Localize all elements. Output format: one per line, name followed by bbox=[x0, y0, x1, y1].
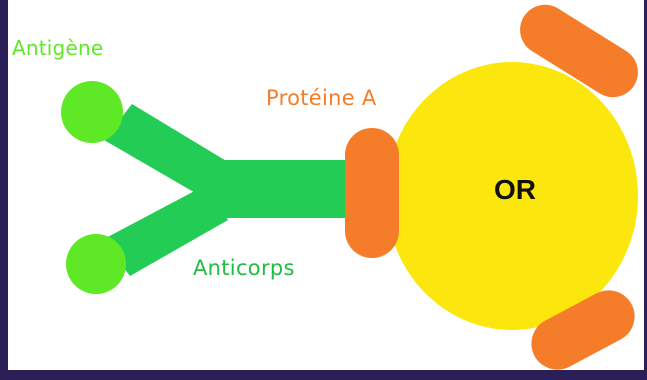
gold-label: OR bbox=[494, 176, 536, 204]
antigen-label: Antigène bbox=[12, 38, 103, 58]
antigen-top bbox=[61, 81, 123, 143]
diagram-canvas bbox=[8, 0, 644, 370]
diagram-panel: Antigène Protéine A Anticorps OR bbox=[8, 0, 644, 370]
antibody-stem bbox=[198, 160, 356, 218]
protein-a-left bbox=[345, 128, 399, 258]
protein-a-label: Protéine A bbox=[266, 88, 377, 109]
antibody-shape bbox=[102, 104, 356, 276]
antigen-bottom bbox=[66, 234, 126, 294]
antibody-label: Anticorps bbox=[193, 258, 295, 279]
